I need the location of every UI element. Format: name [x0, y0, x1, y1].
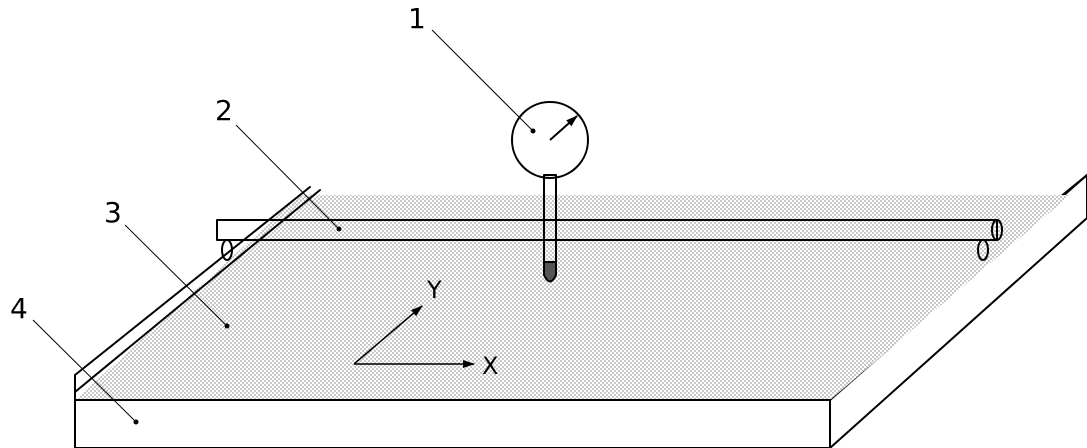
callout-3-leader — [124, 224, 228, 327]
coordinate-axes: X Y — [353, 276, 498, 380]
dial-gauge-face — [511, 101, 589, 179]
dial-gauge-probe-tip — [543, 261, 557, 283]
callout-4-leader — [32, 319, 137, 423]
y-axis-label: Y — [426, 276, 442, 304]
dial-gauge — [511, 101, 589, 283]
guide-bar — [216, 219, 1003, 261]
base-plate-front-face — [74, 399, 831, 448]
guide-bar-end-cap — [991, 219, 1003, 241]
guide-bar-body — [216, 219, 998, 241]
callout-2-leader — [235, 124, 340, 230]
callout-4-label: 4 — [10, 292, 28, 325]
callout-1-label: 1 — [408, 2, 426, 35]
y-axis-arrow — [353, 305, 423, 365]
test-surface — [75, 195, 1070, 400]
dial-gauge-needle — [549, 115, 578, 141]
callout-3-label: 3 — [104, 196, 122, 229]
test-surface-left-rail-inner — [74, 189, 321, 393]
test-surface-left-rail-outer — [74, 186, 311, 376]
x-axis-label: X — [482, 352, 498, 380]
callout-2-label: 2 — [215, 94, 233, 127]
callout-1-leader — [431, 29, 534, 132]
